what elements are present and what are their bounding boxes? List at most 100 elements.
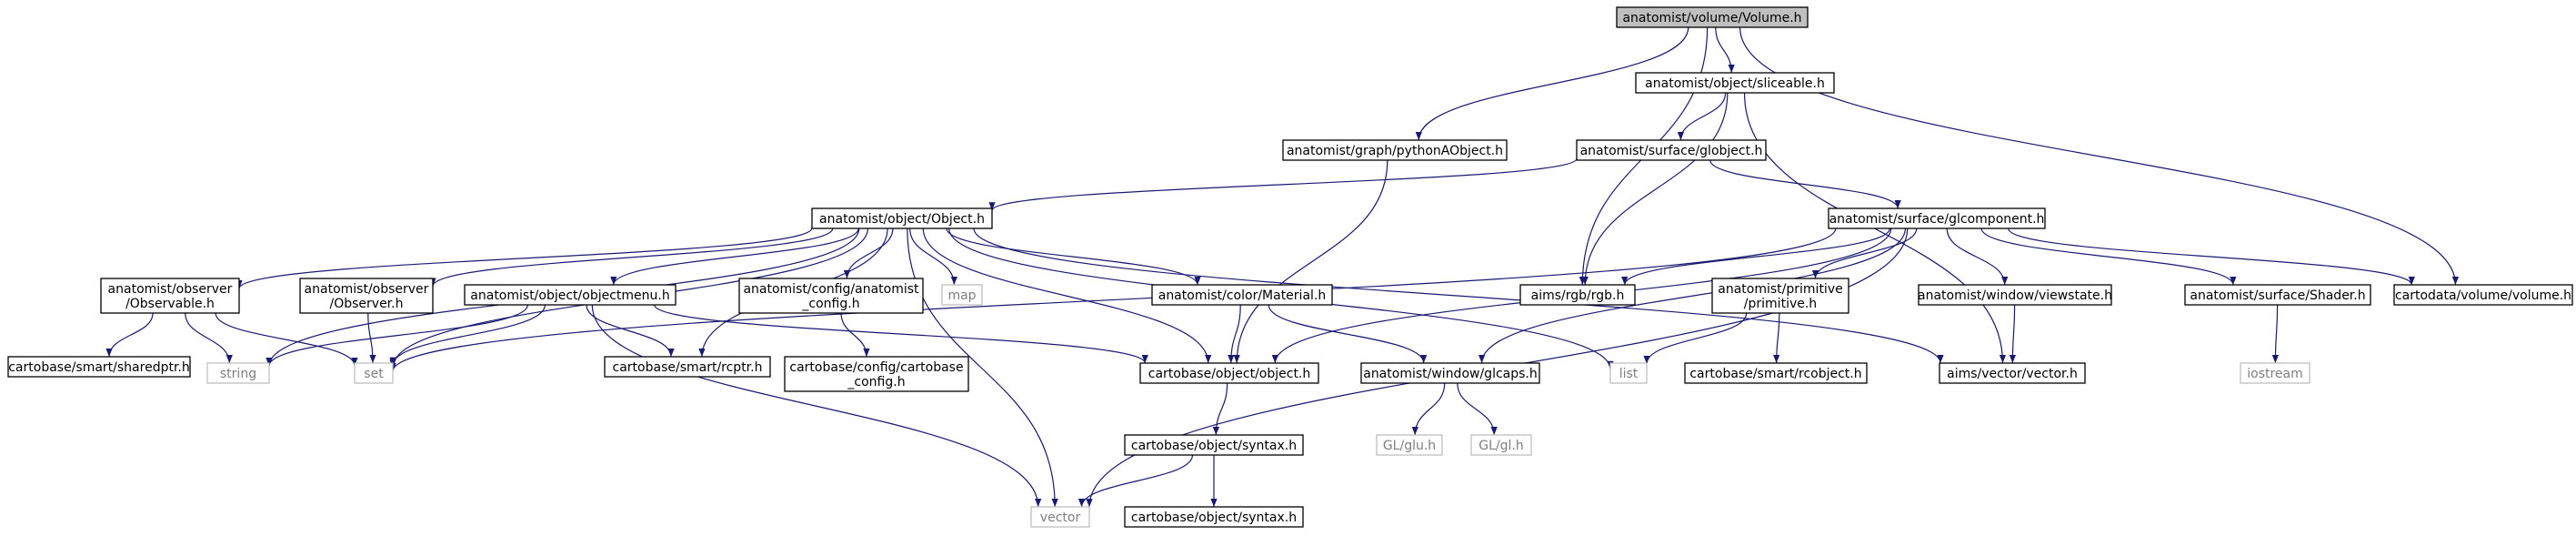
edge-glcomponent-to-glcaps [1478,228,1906,364]
node-viewstate[interactable]: anatomist/window/viewstate.h [1918,284,2112,306]
node-cartobaseconfig[interactable]: cartobase/config/cartobase_config.h [784,356,969,392]
node-gl: GL/gl.h [1470,434,1532,456]
node-shader[interactable]: anatomist/surface/Shader.h [2184,284,2371,306]
node-anatomistconfig[interactable]: anatomist/config/anatomist_config.h [738,278,924,314]
node-iostream-box [2240,362,2310,384]
edge-volume-to-sliceable [1715,26,1735,74]
edge-glcomponent-to-set [389,228,1837,371]
edge-pythonaobject-to-cartoobject [1233,159,1388,364]
edge-objectmenu-to-rcptr [586,304,675,358]
node-cartoobject[interactable]: cartobase/object/object.h [1139,362,1319,384]
node-observer[interactable]: anatomist/observer/Observer.h [299,278,434,314]
node-glcaps[interactable]: anatomist/window/glcaps.h [1360,362,1540,384]
node-shader-label: anatomist/surface/Shader.h [2190,288,2365,303]
edge-observable-to-sharedptr [105,312,154,358]
node-rcptr-box [604,356,771,378]
node-observable-label: anatomist/observer [108,282,233,297]
node-objectmenu[interactable]: anatomist/object/objectmenu.h [464,284,677,306]
edge-object-to-observable [236,228,813,289]
node-cartodatavolume-box [2393,284,2573,306]
node-cartoobject-label: cartobase/object/object.h [1148,367,1311,381]
node-cartodatavolume-label: cartodata/volume/volume.h [2395,288,2571,303]
node-globject[interactable]: anatomist/surface/globject.h [1576,139,1767,161]
node-rgb-box [1519,284,1636,306]
node-rcobject[interactable]: cartobase/smart/rcobject.h [1684,362,1868,384]
node-volume[interactable]: anatomist/volume/Volume.h [1616,6,1809,28]
node-glu-label: GL/glu.h [1383,439,1436,453]
edge-observable-to-string [185,312,233,364]
node-viewstate-box [1918,284,2112,306]
edge-primitive-to-list [1643,312,1748,364]
node-syntax2[interactable]: cartobase/object/syntax.h [1124,506,1304,528]
edge-material-to-cartoobject [1228,304,1241,364]
node-cartoobject-box [1139,362,1319,384]
node-anatomistconfig-label: anatomist/config/anatomist [743,282,919,297]
node-set-label: set [364,367,384,381]
node-sliceable[interactable]: anatomist/object/sliceable.h [1635,72,1835,94]
node-glcaps-box [1360,362,1540,384]
node-syntax[interactable]: cartobase/object/syntax.h [1124,434,1304,456]
dependency-nodes: anatomist/volume/Volume.h anatomist/objec… [7,6,2573,528]
node-vector: vector [1030,506,1090,528]
node-aimsvector-box [1939,362,2086,384]
node-material-label: anatomist/color/Material.h [1158,288,1327,303]
node-observable[interactable]: anatomist/observer/Observable.h [100,278,240,314]
node-rgb-label: aims/rgb/rgb.h [1531,288,1625,303]
node-primitive[interactable]: anatomist/primitive/primitive.h [1711,278,1849,314]
node-viewstate-label: anatomist/window/viewstate.h [1918,288,2112,303]
edge-object-to-map [909,228,957,286]
node-primitive-box [1711,278,1849,314]
node-cartobaseconfig-box [784,356,969,392]
edge-object-to-observer [429,228,834,287]
node-observer-label: anatomist/observer [305,282,429,297]
node-list-label: list [1619,367,1639,381]
node-rcptr[interactable]: cartobase/smart/rcptr.h [604,356,771,378]
node-map: map [941,284,983,306]
node-rgb[interactable]: aims/rgb/rgb.h [1519,284,1636,306]
node-cartodatavolume[interactable]: cartodata/volume/volume.h [2393,284,2573,306]
node-string: string [206,362,270,384]
edge-viewstate-to-aimsvector [2009,304,2016,364]
node-vector-label: vector [1040,511,1081,525]
node-primitive-label: anatomist/primitive [1718,282,1842,297]
node-glu: GL/glu.h [1376,434,1443,456]
edge-observable-to-set [215,312,358,367]
node-object-box [811,207,993,229]
edge-shader-to-iostream [2271,304,2279,364]
node-observable-box [100,278,240,314]
node-rcobject-box [1684,362,1868,384]
node-vector-box [1030,506,1090,528]
node-sharedptr[interactable]: cartobase/smart/sharedptr.h [7,356,191,378]
node-string-label: string [220,367,256,381]
node-aimsvector[interactable]: aims/vector/vector.h [1939,362,2086,384]
edge-syntax-to-vector [1078,454,1194,508]
node-map-label: map [947,288,976,303]
node-volume-label: anatomist/volume/Volume.h [1622,11,1801,25]
node-pythonaobject[interactable]: anatomist/graph/pythonAObject.h [1282,139,1508,161]
edge-object-to-objectmenu [610,228,859,286]
node-object[interactable]: anatomist/object/Object.h [811,207,993,229]
node-sharedptr-label: cartobase/smart/sharedptr.h [8,360,190,375]
edge-object-to-anatomistconfig [843,228,894,279]
edge-anatomistconfig-to-cartobaseconfig [840,312,870,358]
node-observer-box [299,278,434,314]
edge-object-to-cartoobject [922,228,1212,364]
node-sharedptr-box [7,356,191,378]
node-observable-label: /Observable.h [125,297,215,311]
node-material-box [1151,284,1333,306]
node-gl-label: GL/gl.h [1478,439,1523,453]
node-volume-box [1616,6,1809,28]
edge-volume-to-cartodatavolume [1739,26,2459,286]
node-material[interactable]: anatomist/color/Material.h [1151,284,1333,306]
node-glcomponent-box [1828,207,2046,229]
edge-object-to-material [946,228,1201,286]
node-anatomistconfig-box [738,278,924,314]
node-list: list [1609,362,1648,384]
node-glcomponent[interactable]: anatomist/surface/glcomponent.h [1828,207,2046,229]
edge-glcomponent-to-cartodatavolume [2008,228,2415,286]
edge-globject-to-object [988,157,1578,211]
node-list-box [1609,362,1648,384]
edge-observer-to-set [367,312,376,364]
node-syntax2-box [1124,506,1304,528]
